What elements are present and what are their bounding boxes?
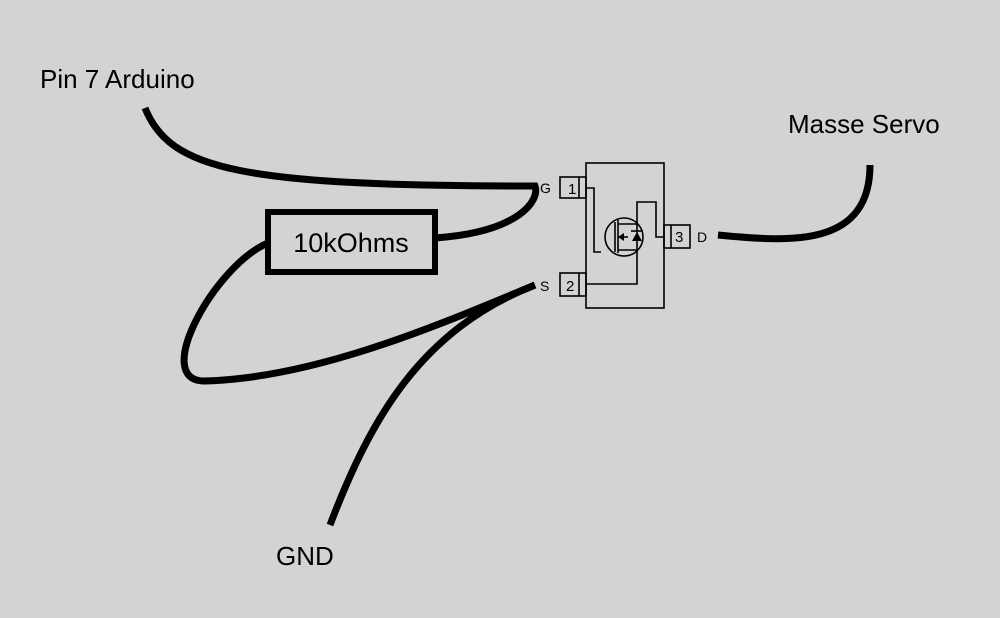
- resistor: [265, 209, 438, 275]
- pin-3-number: 3: [675, 229, 683, 246]
- gnd-label: GND: [276, 541, 334, 571]
- gate-label: G: [540, 180, 551, 196]
- pin-2: [559, 272, 587, 297]
- pin-2-number: 2: [566, 278, 574, 295]
- wire-drain-to-servo: [717, 164, 874, 243]
- pin-1: [559, 176, 587, 199]
- servo-ground-label: Masse Servo: [788, 109, 940, 139]
- drain-label: D: [697, 229, 707, 245]
- resistor-label: 10kOhms: [293, 228, 409, 258]
- source-label: S: [540, 278, 549, 294]
- wire-gnd-to-source: [326, 281, 537, 527]
- wire-pin7-to-gate: [141, 106, 540, 242]
- pin-1-number: 1: [568, 181, 576, 198]
- wire-resistor-to-source: [180, 239, 537, 385]
- mosfet: 1 2 3 G S D: [540, 162, 707, 309]
- arduino-pin-label: Pin 7 Arduino: [40, 64, 195, 94]
